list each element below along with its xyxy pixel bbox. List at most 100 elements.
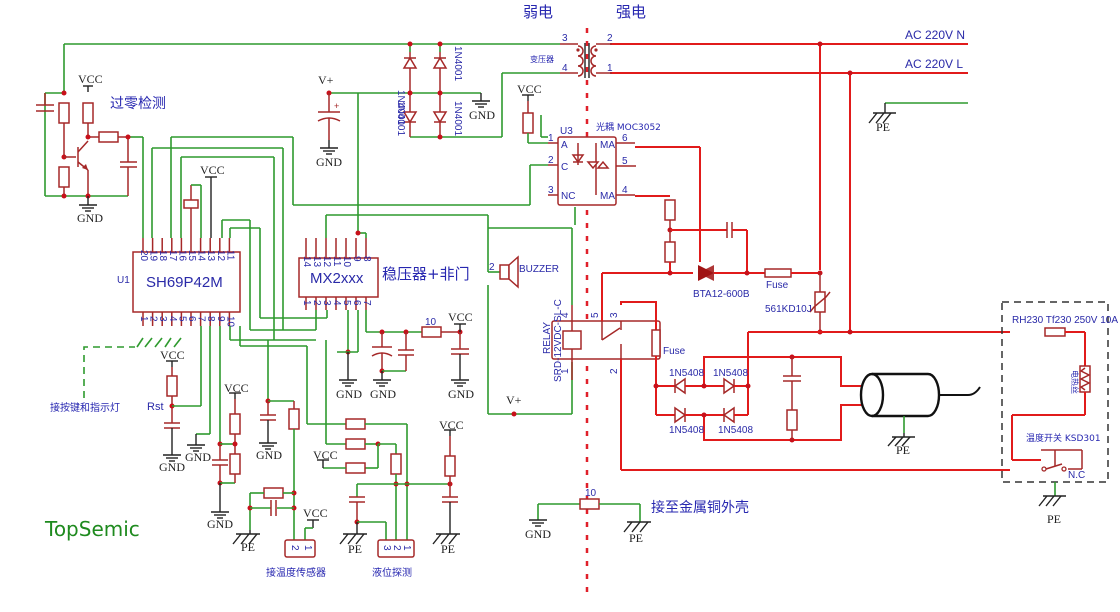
triac-driver xyxy=(601,146,831,335)
vplus-label-top: V+ xyxy=(318,73,334,87)
rectifier-d2-label: 1N5408 xyxy=(713,368,748,379)
regulator-pin-1: 1 xyxy=(301,300,312,306)
resistor-value-10-regulator: 10 xyxy=(425,317,437,328)
metal-case-label: 接至金属铜外壳 xyxy=(651,499,749,516)
regulator-pin-11: 11 xyxy=(331,256,342,267)
regulator-pin-13: 13 xyxy=(311,256,322,268)
gnd-label-reset: GND xyxy=(159,460,185,474)
rectifier-d4-label: 1N5408 xyxy=(718,425,753,436)
sensor-conn-pin-1: 1 xyxy=(302,545,313,551)
vcc-label-regulator: VCC xyxy=(448,310,473,324)
mcu-pin-13: 13 xyxy=(205,250,216,262)
vcc-label-probe: VCC xyxy=(313,448,338,462)
mcu-pin-16: 16 xyxy=(176,250,187,262)
mcu-pin-10: 10 xyxy=(224,316,235,328)
opto-pin-5: 5 xyxy=(622,156,628,167)
regulator-pin-3: 3 xyxy=(321,300,332,306)
keys-leds-label: 接按键和指示灯 xyxy=(50,401,120,414)
mains-live-label: AC 220V L xyxy=(905,57,963,71)
opto-title: 光耦 MOC3052 xyxy=(596,121,661,133)
regulator-pin-10: 10 xyxy=(341,256,352,268)
opto-pin-6-name: MA xyxy=(600,140,615,151)
sensor-conn-pin-2: 2 xyxy=(289,545,300,551)
vcc-label-opto: VCC xyxy=(517,82,542,96)
buzzer-pin-2: 2 xyxy=(489,262,495,273)
opto-pin-2: 2 xyxy=(548,155,554,166)
regulator-pin-14: 14 xyxy=(301,256,312,268)
mcu-pin-7: 7 xyxy=(196,316,207,322)
varistor-label: 561KD10J xyxy=(765,304,812,315)
transformer xyxy=(560,43,612,78)
opto-pin-1: 1 xyxy=(548,133,554,144)
zero-cross-circuit xyxy=(36,85,137,212)
opto-pin-4-name: MA xyxy=(600,191,615,202)
transformer-label: 变压器 xyxy=(530,54,554,64)
mcu-part-label: SH69P42M xyxy=(146,274,223,291)
probe-conn-pin-3: 3 xyxy=(381,545,392,551)
relay-pin-4: 4 xyxy=(560,312,571,318)
pe-label: PE xyxy=(876,120,890,134)
pe-ground-top xyxy=(868,102,968,124)
reset-circuit xyxy=(163,326,211,462)
regulator-pin-12: 12 xyxy=(321,256,332,268)
regulator-pin-8: 8 xyxy=(361,256,372,262)
heater-element-label: 电热丝 xyxy=(1070,370,1080,394)
regulator-pin-9: 9 xyxy=(351,256,362,262)
relay xyxy=(551,300,1010,471)
gnd-label-temp-1: GND xyxy=(207,517,233,531)
mains-lines xyxy=(610,41,968,332)
mcu-pin-12: 12 xyxy=(215,250,226,262)
gnd-label-reg-2: GND xyxy=(370,387,396,401)
regulator-section-label: 稳压器+非门 xyxy=(382,265,470,283)
vplus-label-relay: V+ xyxy=(506,393,522,407)
regulator-pin-7: 7 xyxy=(361,300,372,306)
level-probe-label: 液位探测 xyxy=(372,566,412,579)
rectifier-d3-label: 1N5408 xyxy=(669,425,704,436)
vcc-label-probe-2: VCC xyxy=(439,418,464,432)
regulator-pin-4: 4 xyxy=(331,300,342,306)
vcc-label-mcu: VCC xyxy=(200,163,225,177)
transformer-pin-2: 2 xyxy=(607,33,613,44)
vcc-label-zc: VCC xyxy=(78,72,103,86)
mcu-pin-6: 6 xyxy=(186,316,197,322)
triac-label: BTA12-600B xyxy=(693,289,750,300)
thermostat-label: 温度开关 KSD301 xyxy=(1026,432,1101,444)
regulator-pin-2: 2 xyxy=(311,300,322,306)
rst-label: Rst xyxy=(147,401,164,413)
diode-d4-label: 1N4001 xyxy=(452,101,463,136)
mcu-pin-1: 1 xyxy=(138,316,149,322)
opto-pin-2-name: C xyxy=(561,162,568,173)
buzzer-label: BUZZER xyxy=(519,264,559,275)
mcu-ref-label: U1 xyxy=(117,275,130,286)
fuse-label-solenoid: Fuse xyxy=(663,346,686,357)
brand-label: TopSemic xyxy=(44,517,140,541)
opto-ref: U3 xyxy=(560,126,573,137)
gnd-label-temp-2: GND xyxy=(256,448,282,462)
diode-d2-label: 1N4001 xyxy=(452,46,463,81)
mcu-pin-4: 4 xyxy=(167,316,178,322)
metal-case-ground xyxy=(529,498,651,533)
gnd-label-case: GND xyxy=(525,527,551,541)
optocoupler xyxy=(522,94,636,206)
relay-pin-2: 2 xyxy=(609,368,620,374)
relay-pin-3: 3 xyxy=(609,312,620,318)
transformer-pin-1: 1 xyxy=(607,63,613,74)
mcu-pin-5: 5 xyxy=(176,316,187,322)
gnd-label-vplus: GND xyxy=(316,155,342,169)
gnd-label-bridge: GND xyxy=(469,108,495,122)
zone-label-strong: 强电 xyxy=(616,3,646,21)
mcu-pin-14: 14 xyxy=(196,250,207,262)
mcu-pin-20: 20 xyxy=(138,250,149,262)
mcu-pin-3: 3 xyxy=(157,316,168,322)
mcu-pin-17: 17 xyxy=(167,250,178,262)
mains-neutral-label: AC 220V N xyxy=(905,28,965,42)
gnd-label-key: GND xyxy=(185,450,211,464)
bridge-rectifier xyxy=(402,41,490,140)
diode-d3-label: 1N4001 xyxy=(395,101,406,136)
vcc-label-temp: VCC xyxy=(224,381,249,395)
relay-model: SRD-12VDC-SL-C xyxy=(553,299,564,382)
rectifier-d1-label: 1N5408 xyxy=(669,368,704,379)
opto-pin-6: 6 xyxy=(622,133,628,144)
